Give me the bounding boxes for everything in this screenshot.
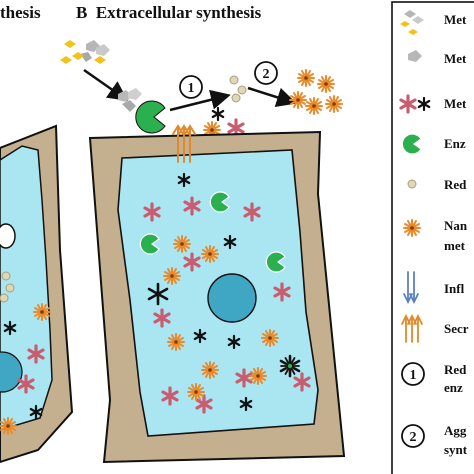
metal-ion-icon [408, 50, 422, 62]
legend-label-6b: met [444, 238, 466, 253]
legend-entry-5: Red [407, 177, 467, 192]
step-2-badge [254, 61, 278, 85]
step-1-number: 1 [188, 81, 195, 96]
enzyme-surface [135, 100, 166, 134]
legend-label-9a: Red [444, 362, 467, 377]
legend-entry-6: Nan met [403, 218, 468, 253]
legend-label-2: Met [444, 51, 467, 66]
step-2-number: 2 [263, 67, 270, 82]
secretion-arrows [172, 124, 196, 163]
legend-entry-3: Met [399, 94, 467, 114]
reduction-arrow [169, 89, 231, 112]
left-cell [0, 124, 74, 464]
svg-text:1: 1 [410, 368, 417, 383]
secretion-arrow-icon [401, 313, 423, 343]
legend-label-10a: Agg [444, 423, 467, 438]
nucleus [207, 273, 257, 323]
extracellular-process: 1 2 [60, 40, 343, 139]
aggregation-arrow [247, 86, 297, 107]
legend-label-1: Met [444, 12, 467, 27]
metal-salt-cluster [60, 40, 110, 64]
nanoparticle-cluster [289, 69, 343, 115]
left-nucleus [0, 351, 23, 393]
step-1-badge [179, 75, 203, 99]
plant-cell [88, 124, 346, 464]
legend-entry-10: 2 Agg synt [401, 423, 468, 457]
legend-label-6a: Nan [444, 218, 468, 233]
metal-ion-cluster [118, 88, 142, 112]
metal-salt-cluster-icon [400, 10, 424, 35]
reduced-particles [229, 75, 247, 103]
legend-entry-9: 1 Red enz [401, 362, 467, 395]
uptake-arrow [83, 68, 129, 101]
legend-entry-2: Met [408, 50, 467, 66]
legend-label-9b: enz [444, 380, 463, 395]
step-1-icon: 1 [401, 362, 425, 386]
legend: Met Met Met Enz Red Nan met [391, 1, 474, 474]
legend-label-3: Met [444, 96, 467, 111]
legend-label-4: Enz [444, 136, 466, 151]
legend-label-10b: synt [444, 442, 468, 457]
legend-label-8: Secr [444, 321, 469, 336]
legend-entry-4: Enz [401, 133, 466, 155]
svg-text:2: 2 [410, 430, 417, 445]
influx-arrow-icon [403, 271, 419, 305]
reduced-particle-icon [407, 179, 417, 189]
legend-label-7: Infl [444, 281, 465, 296]
left-vesicle [0, 223, 16, 249]
legend-entry-7: Infl [403, 271, 465, 305]
panel-b-heading: B Extracellular synthesis [76, 3, 262, 22]
legend-label-5: Red [444, 177, 467, 192]
legend-entry-8: Secr [401, 313, 469, 343]
legend-box [391, 1, 474, 474]
legend-entry-1: Met [400, 10, 467, 35]
left-panel-heading-partial: thesis [0, 3, 41, 22]
step-2-icon: 2 [401, 424, 425, 448]
